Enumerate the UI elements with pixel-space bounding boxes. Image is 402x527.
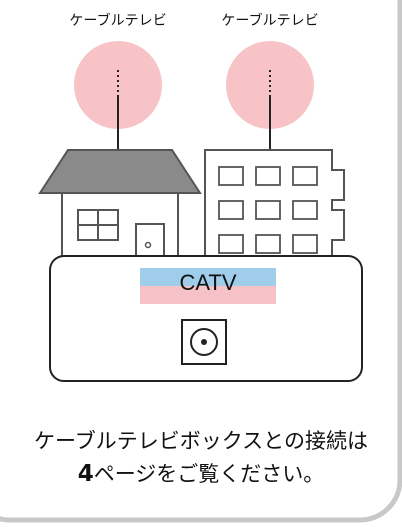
antenna-label-right: ケーブルテレビ <box>221 13 319 29</box>
caption-line-2-text: ページをご覧ください。 <box>93 462 325 486</box>
coax-socket-icon <box>181 319 227 365</box>
catv-band-top <box>140 268 276 286</box>
house-icon <box>38 149 202 264</box>
caption-line-1: ケーブルテレビボックスとの接続は <box>34 429 368 453</box>
apartment-building-icon <box>204 149 345 264</box>
caption-page-number: 4 <box>77 461 94 487</box>
caption-line-2: 4ページをご覧ください。 <box>0 458 402 488</box>
catv-band-bottom <box>140 286 276 304</box>
antenna-label-left: ケーブルテレビ <box>69 13 167 29</box>
catv-label: CATV <box>179 270 237 295</box>
wall-outlet-box <box>49 255 363 382</box>
